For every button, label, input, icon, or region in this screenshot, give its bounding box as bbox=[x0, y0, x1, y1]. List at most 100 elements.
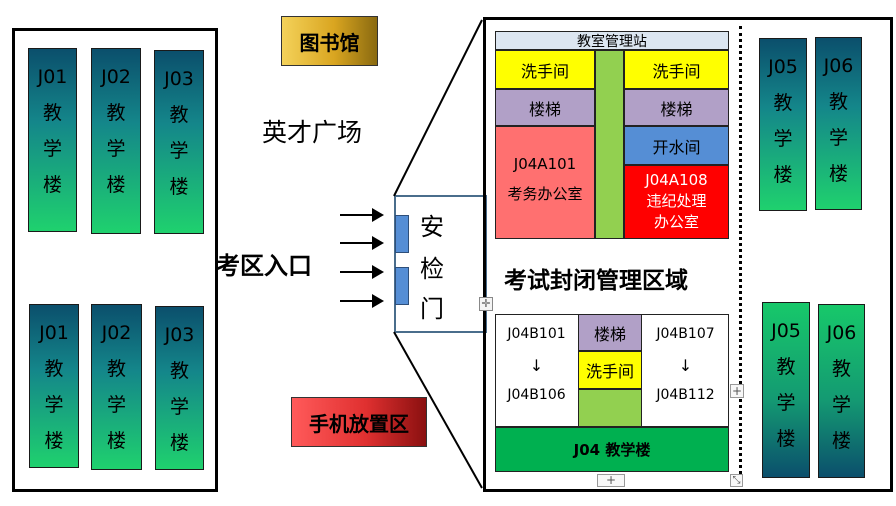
building-char: 教 bbox=[106, 102, 126, 124]
building-char: 教 bbox=[106, 358, 126, 380]
phone-area-label: 手机放置区 bbox=[309, 411, 409, 436]
building-char: 教 bbox=[42, 102, 62, 124]
stairs-right: 楼梯 bbox=[624, 89, 729, 126]
gate-block bbox=[395, 267, 409, 305]
building-code: J03 bbox=[164, 324, 195, 346]
building-code: J06 bbox=[823, 55, 854, 77]
entrance-label: 考区入口 bbox=[216, 252, 312, 280]
building-j02-top: J02 教 学 楼 bbox=[91, 48, 141, 234]
building-char: 楼 bbox=[106, 430, 126, 452]
building-j03-top: J03 教 学 楼 bbox=[154, 50, 204, 234]
gate-char: 门 bbox=[420, 295, 444, 323]
building-char: 学 bbox=[106, 394, 126, 416]
building-code: J02 bbox=[101, 66, 131, 88]
building-j01-bottom: J01 教 学 楼 bbox=[29, 304, 79, 468]
management-station: 教室管理站 bbox=[495, 31, 729, 50]
building-char: 学 bbox=[169, 140, 189, 162]
building-char: 楼 bbox=[776, 428, 796, 450]
room-label: J04B101 bbox=[507, 326, 566, 342]
move-handle-icon[interactable]: ✛ bbox=[479, 297, 493, 311]
left-campus-frame bbox=[12, 28, 218, 492]
washroom-lower: 洗手间 bbox=[578, 351, 642, 389]
building-j06-top: J06 教 学 楼 bbox=[815, 37, 862, 210]
building-char: 楼 bbox=[106, 174, 126, 196]
add-column-handle-icon[interactable]: + bbox=[597, 474, 625, 487]
building-char: 教 bbox=[831, 358, 851, 380]
building-char: 教 bbox=[773, 92, 793, 114]
exam-office-code: J04A101 bbox=[513, 155, 577, 173]
gate-block bbox=[395, 215, 409, 253]
entrance-arrow bbox=[340, 208, 384, 222]
building-j06-bottom: J06 教 学 楼 bbox=[818, 304, 865, 478]
building-char: 学 bbox=[776, 392, 796, 414]
building-char: 楼 bbox=[169, 432, 189, 454]
corridor-lower bbox=[578, 389, 642, 427]
building-code: J02 bbox=[101, 322, 132, 344]
discipline-office-code: J04A108 bbox=[645, 171, 708, 189]
building-char: 楼 bbox=[828, 163, 848, 185]
room-label: J04B106 bbox=[507, 387, 566, 403]
building-char: 学 bbox=[773, 128, 793, 150]
building-char: 教 bbox=[828, 91, 848, 113]
library-box: 图书馆 bbox=[281, 16, 378, 66]
closed-zone-label: 考试封闭管理区域 bbox=[504, 268, 688, 294]
building-char: 楼 bbox=[44, 430, 64, 452]
building-code: J06 bbox=[826, 322, 857, 344]
dotted-divider bbox=[739, 26, 742, 486]
building-code: J05 bbox=[771, 320, 801, 342]
building-char: 教 bbox=[169, 104, 189, 126]
washroom-right: 洗手间 bbox=[624, 50, 729, 89]
corridor-upper bbox=[595, 50, 624, 239]
building-char: 楼 bbox=[169, 176, 189, 198]
building-code: J05 bbox=[768, 56, 798, 78]
building-code: J01 bbox=[39, 322, 69, 344]
entrance-arrow bbox=[340, 236, 384, 250]
building-char: 学 bbox=[169, 396, 189, 418]
building-j04: J04 教学楼 bbox=[495, 427, 729, 472]
room-label: J04B112 bbox=[656, 387, 715, 403]
exam-zone-frame bbox=[483, 17, 893, 492]
security-gate: 安 检 门 bbox=[394, 195, 487, 333]
add-row-handle-icon[interactable]: + bbox=[730, 384, 744, 398]
down-arrow-icon: ↓ bbox=[529, 356, 544, 375]
library-label: 图书馆 bbox=[299, 30, 360, 55]
stairs-left: 楼梯 bbox=[495, 89, 595, 126]
water-room: 开水间 bbox=[624, 126, 729, 165]
exam-office: J04A101 考务办公室 bbox=[495, 126, 595, 239]
building-char: 教 bbox=[776, 356, 796, 378]
building-char: 楼 bbox=[831, 430, 851, 452]
building-j01-top: J01 教 学 楼 bbox=[28, 48, 77, 232]
building-char: 学 bbox=[42, 138, 62, 160]
building-char: 学 bbox=[831, 394, 851, 416]
perspective-lines bbox=[393, 19, 483, 489]
building-char: 教 bbox=[169, 360, 189, 382]
rooms-left: J04B101 ↓ J04B106 bbox=[495, 314, 578, 427]
discipline-office-name: 办公室 bbox=[653, 213, 699, 231]
washroom-left: 洗手间 bbox=[495, 50, 595, 89]
building-char: 学 bbox=[106, 138, 126, 160]
building-char: 学 bbox=[44, 394, 64, 416]
building-j05-bottom: J05 教 学 楼 bbox=[762, 302, 810, 478]
stairs-lower: 楼梯 bbox=[578, 314, 642, 351]
building-char: 楼 bbox=[773, 164, 793, 186]
entrance-arrow bbox=[340, 294, 384, 308]
building-code: J03 bbox=[164, 68, 194, 90]
discipline-office-name: 违纪处理 bbox=[646, 192, 707, 210]
phone-area-box: 手机放置区 bbox=[291, 397, 427, 447]
building-char: 楼 bbox=[42, 174, 62, 196]
room-label: J04B107 bbox=[656, 326, 715, 342]
discipline-office: J04A108 违纪处理 办公室 bbox=[624, 165, 729, 239]
exam-office-name: 考务办公室 bbox=[507, 185, 583, 203]
building-char: 学 bbox=[828, 127, 848, 149]
gate-char: 安 bbox=[420, 213, 444, 241]
entrance-arrow bbox=[340, 265, 384, 279]
building-char: 教 bbox=[44, 358, 64, 380]
resize-handle-icon[interactable]: ⤡ bbox=[730, 474, 743, 487]
building-j03-bottom: J03 教 学 楼 bbox=[155, 306, 204, 470]
down-arrow-icon: ↓ bbox=[678, 356, 693, 375]
building-j02-bottom: J02 教 学 楼 bbox=[91, 304, 142, 470]
building-j05-top: J05 教 学 楼 bbox=[759, 38, 807, 211]
rooms-right: J04B107 ↓ J04B112 bbox=[642, 314, 729, 427]
square-label: 英才广场 bbox=[262, 118, 363, 147]
building-code: J01 bbox=[37, 66, 68, 88]
